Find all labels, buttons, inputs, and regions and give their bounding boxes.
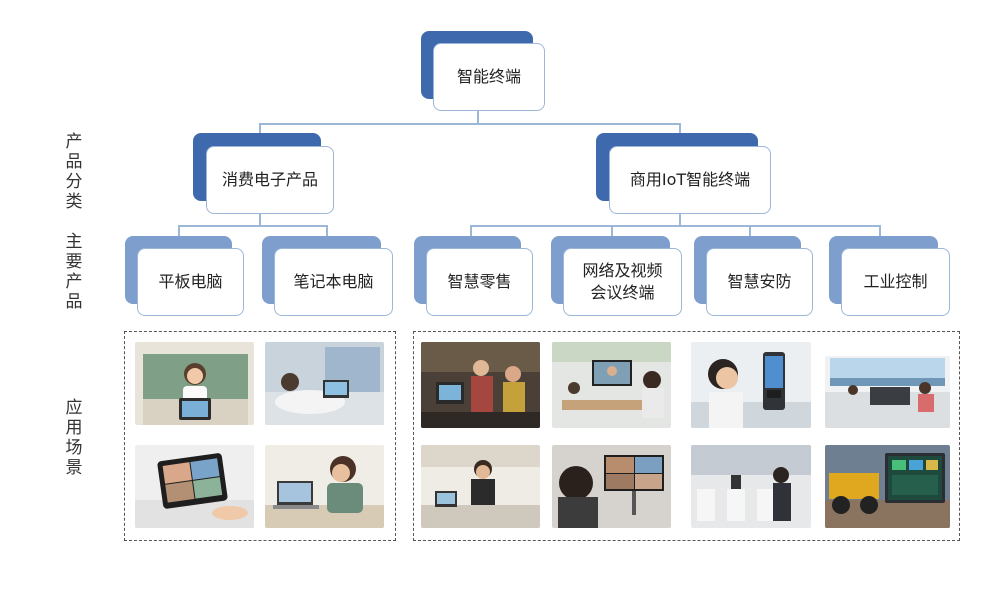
root-node-label: 智能终端 [433,43,545,111]
connector-tablet-up [178,225,180,236]
connector-consumer-horizontal [178,225,328,227]
product-video-conference: 网络及视频 会议终端 [551,236,682,316]
scene-photo-video-conference [552,445,671,528]
connector-laptop-up [326,225,328,236]
connector-consumer-down [259,214,261,226]
connector-root-vertical [477,109,479,124]
category-consumer-electronics: 消费电子产品 [193,133,334,214]
product-industrial-control: 工业控制 [829,236,950,316]
connector-industrial-up [879,225,881,236]
product-industrial-control-label: 工业控制 [841,248,950,316]
scene-group-commercial [413,331,960,541]
scene-photo-retail-store [421,342,540,428]
product-laptop: 笔记本电脑 [262,236,393,316]
product-smart-security: 智慧安防 [694,236,813,316]
category-commercial-iot-label: 商用IoT智能终端 [609,146,771,214]
side-label-product: 主要产品 [65,232,83,312]
category-commercial-iot: 商用IoT智能终端 [596,133,771,214]
product-laptop-label: 笔记本电脑 [274,248,393,316]
side-label-category: 产品分类 [65,132,83,212]
scene-photo-laptop-sofa [265,342,384,425]
product-smart-retail-label: 智慧零售 [426,248,533,316]
connector-level1-horizontal [259,123,681,125]
scene-photo-meeting-room [552,342,671,428]
category-consumer-electronics-label: 消费电子产品 [206,146,334,214]
side-label-scene: 应用场景 [65,398,83,478]
connector-commercial-down [679,214,681,226]
scene-photo-access-gates [691,445,811,528]
connector-security-up [749,225,751,236]
connector-video-up [611,225,613,236]
product-tablet: 平板电脑 [125,236,244,316]
scene-photo-ship-bridge [825,342,950,428]
connector-retail-up [470,225,472,236]
connector-commercial-up [679,123,681,140]
root-node: 智能终端 [421,31,545,112]
scene-photo-mining-truck [825,445,950,528]
connector-consumer-up [259,123,261,140]
scene-photo-cafe-counter [421,445,540,528]
scene-photo-tablet-video-call [135,445,254,528]
product-smart-security-label: 智慧安防 [706,248,813,316]
scene-photo-face-recognition [691,342,811,428]
scene-photo-tablet-child [135,342,254,425]
scene-photo-laptop-woman [265,445,384,528]
product-tablet-label: 平板电脑 [137,248,244,316]
product-video-conference-label: 网络及视频 会议终端 [563,248,682,316]
product-smart-retail: 智慧零售 [414,236,533,316]
connector-commercial-horizontal [470,225,881,227]
scene-group-consumer [124,331,396,541]
